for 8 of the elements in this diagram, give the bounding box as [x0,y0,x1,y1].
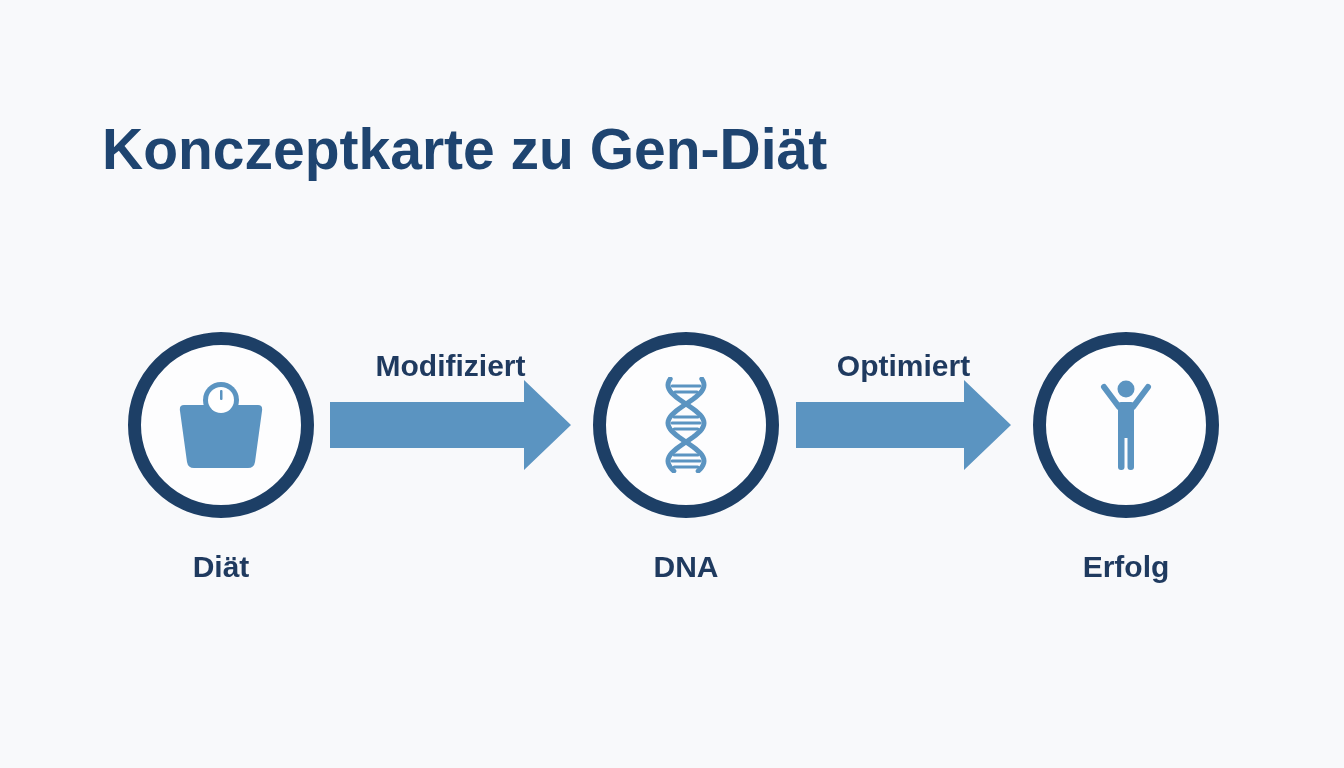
edge-label: Modifiziert [375,348,526,384]
block-arrow [796,380,1011,470]
node-label: Diät [192,549,250,585]
title: Konczeptkarte zu Gen-Diät [102,116,828,183]
block-arrow [330,380,571,470]
edge-label: Optimiert [836,348,971,384]
node-label: DNA [653,549,719,585]
node-label: Erfolg [1082,549,1170,585]
